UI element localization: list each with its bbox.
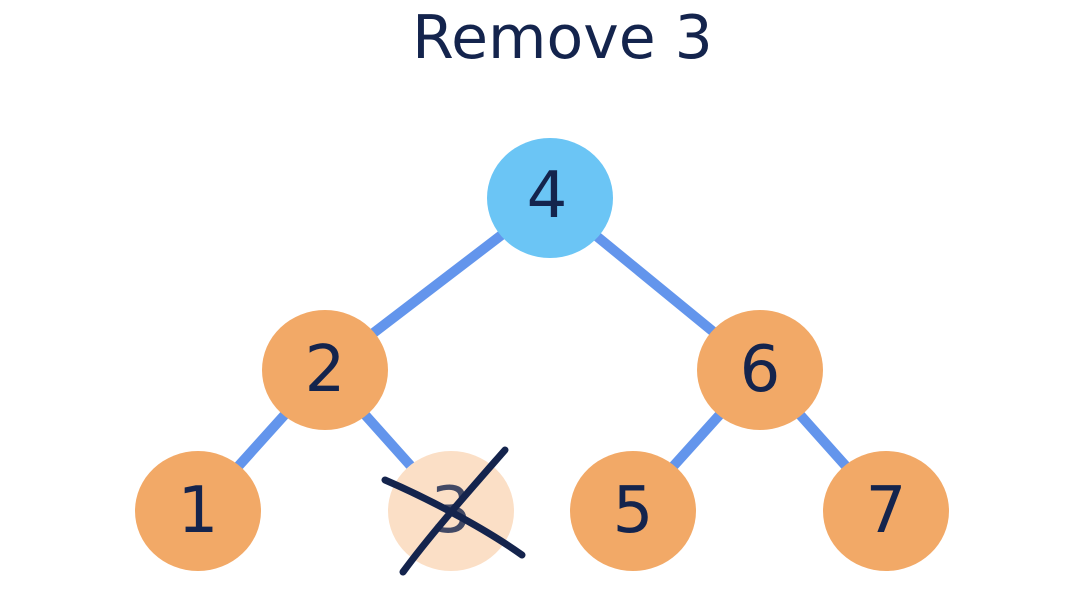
tree-node-right: 6: [697, 310, 823, 430]
tree-node-right-right: 7: [823, 451, 949, 571]
tree-node-left-left: 1: [135, 451, 261, 571]
node-label-left: 2: [305, 333, 346, 407]
cross-out-mark: [381, 446, 526, 576]
node-label-right-left: 5: [613, 474, 654, 548]
tree-node-right-left: 5: [570, 451, 696, 571]
tree-node-root: 4: [487, 138, 613, 258]
diagram-title: Remove 3: [412, 3, 713, 73]
node-label-left-left: 1: [178, 474, 219, 548]
tree-node-left: 2: [262, 310, 388, 430]
node-label-right-right: 7: [866, 474, 907, 548]
node-label-right: 6: [740, 333, 781, 407]
node-label-root: 4: [527, 159, 568, 233]
